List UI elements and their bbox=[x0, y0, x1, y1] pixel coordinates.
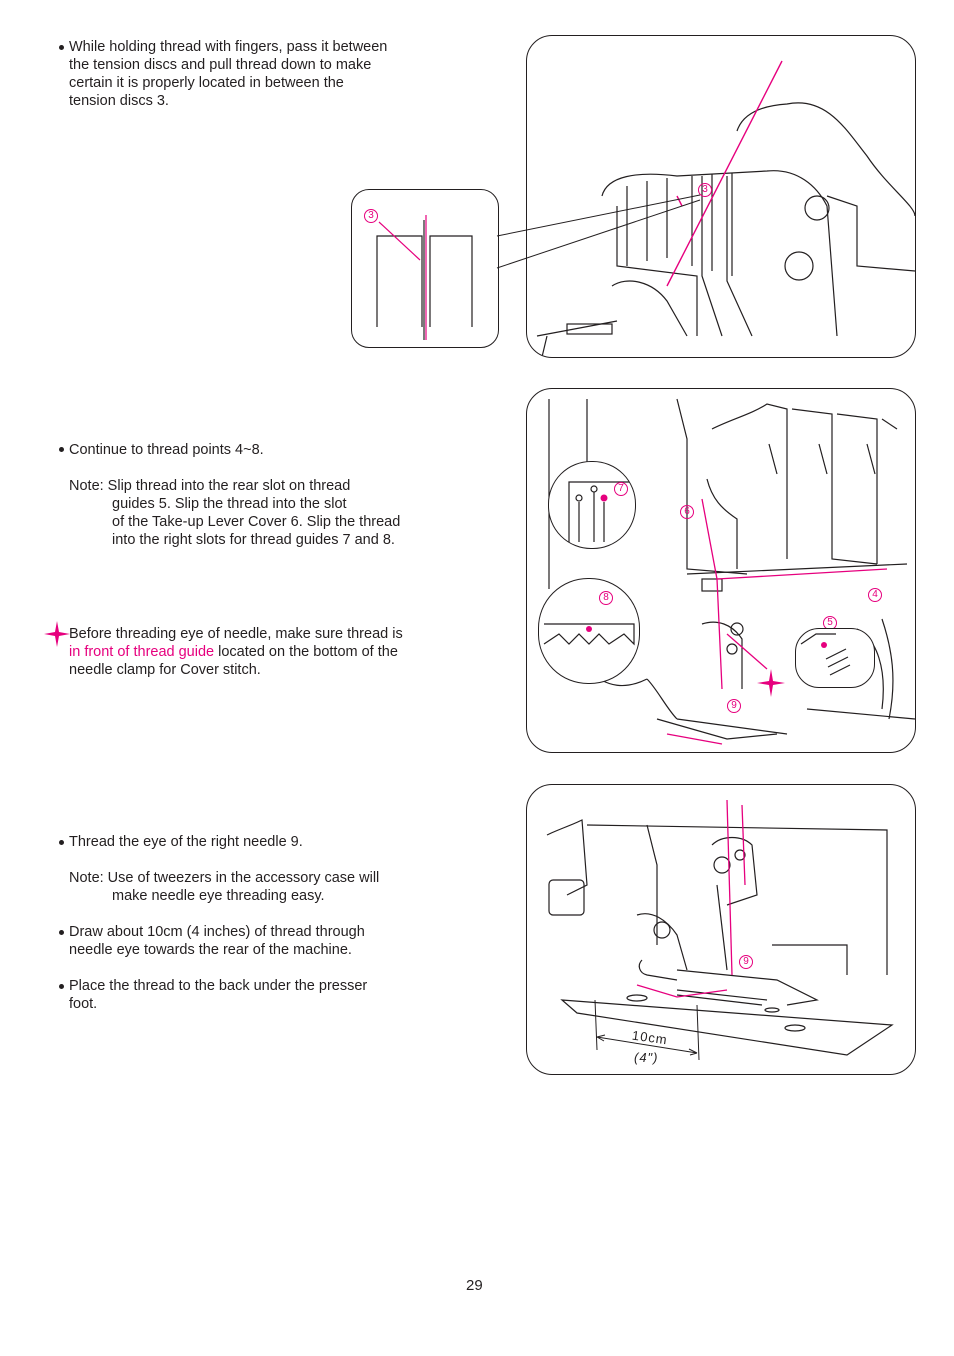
s2-bullet-line: Continue to thread points 4~8. bbox=[69, 442, 264, 458]
caution-line2: in front of thread guide located on the … bbox=[69, 643, 403, 661]
label-9: 9 bbox=[727, 699, 741, 713]
s3-bullet3-line2: foot. bbox=[69, 996, 98, 1012]
guide-5-diagram bbox=[800, 633, 851, 676]
s2-note-first: Note: Slip thread into the rear slot on … bbox=[69, 478, 351, 494]
caution-star-icon bbox=[44, 621, 70, 647]
s1-line2: the tension discs and pull thread down t… bbox=[69, 57, 372, 73]
s2-note-line2: guides 5. Slip the thread into the slot bbox=[112, 496, 347, 512]
caution-line3: needle clamp for Cover stitch. bbox=[69, 662, 261, 678]
s3-bullet2-line2: needle eye towards the rear of the machi… bbox=[69, 942, 352, 958]
section2-text: Continue to thread points 4~8. Note: Sli… bbox=[57, 441, 400, 549]
bullet-dot bbox=[59, 984, 64, 989]
measure-inches: (4") bbox=[634, 1050, 659, 1065]
figure-needle-threading: 9 10cm (4") bbox=[526, 784, 916, 1075]
needle-threading-illustration bbox=[546, 799, 894, 1061]
label-7: 7 bbox=[614, 482, 628, 496]
inset-tension-detail: 3 bbox=[351, 189, 499, 348]
s3-bullet2-line1: Draw about 10cm (4 inches) of thread thr… bbox=[69, 924, 365, 940]
bullet-dot bbox=[59, 930, 64, 935]
s2-note-line3: of the Take-up Lever Cover 6. Slip the t… bbox=[112, 514, 401, 530]
bullet-dot bbox=[59, 447, 64, 452]
page-number: 29 bbox=[466, 1277, 483, 1294]
bullet-dot bbox=[59, 45, 64, 50]
guide-7-diagram bbox=[568, 481, 629, 542]
bullet-dot bbox=[59, 840, 64, 845]
caution-line2-rest: located on the bottom of the bbox=[214, 644, 398, 660]
s3-note-first: Note: Use of tweezers in the accessory c… bbox=[69, 870, 380, 886]
s1-line4: tension discs 3. bbox=[69, 93, 169, 109]
label-8: 8 bbox=[599, 591, 613, 605]
figure-tension-discs: 3 bbox=[526, 35, 916, 358]
caution-text: Before threading eye of needle, make sur… bbox=[69, 625, 403, 679]
section1-text: While holding thread with fingers, pass … bbox=[57, 38, 387, 110]
tension-disc-illustration bbox=[536, 60, 915, 357]
s3-bullet1: Thread the eye of the right needle 9. bbox=[69, 834, 303, 850]
thread-guides-illustration bbox=[548, 398, 915, 745]
label-6: 6 bbox=[680, 505, 694, 519]
label-4: 4 bbox=[868, 588, 882, 602]
label-9-fig3: 9 bbox=[739, 955, 753, 969]
label-3-main: 3 bbox=[698, 183, 712, 197]
s1-line3: certain it is properly located in betwee… bbox=[69, 75, 344, 91]
s3-note-rest: make needle eye threading easy. bbox=[112, 888, 325, 904]
guide-8-diagram bbox=[543, 623, 635, 646]
section3-text: Thread the eye of the right needle 9. No… bbox=[57, 833, 379, 1013]
s1-line1: While holding thread with fingers, pass … bbox=[69, 39, 388, 55]
figure-thread-points: 6 4 5 9 bbox=[526, 388, 916, 753]
inset-thread-guide-8: 8 bbox=[538, 578, 640, 684]
s2-note-line4: into the right slots for thread guides 7… bbox=[112, 532, 395, 548]
label-3-inset: 3 bbox=[364, 209, 378, 223]
caution-highlight: in front of thread guide bbox=[69, 644, 215, 660]
inset-disc-diagram bbox=[376, 215, 473, 340]
inset-thread-guide-5 bbox=[795, 628, 875, 688]
inset-thread-guide-7: 7 bbox=[548, 461, 636, 549]
caution-line1: Before threading eye of needle, make sur… bbox=[69, 626, 403, 642]
s3-bullet3-line1: Place the thread to the back under the p… bbox=[69, 978, 368, 994]
